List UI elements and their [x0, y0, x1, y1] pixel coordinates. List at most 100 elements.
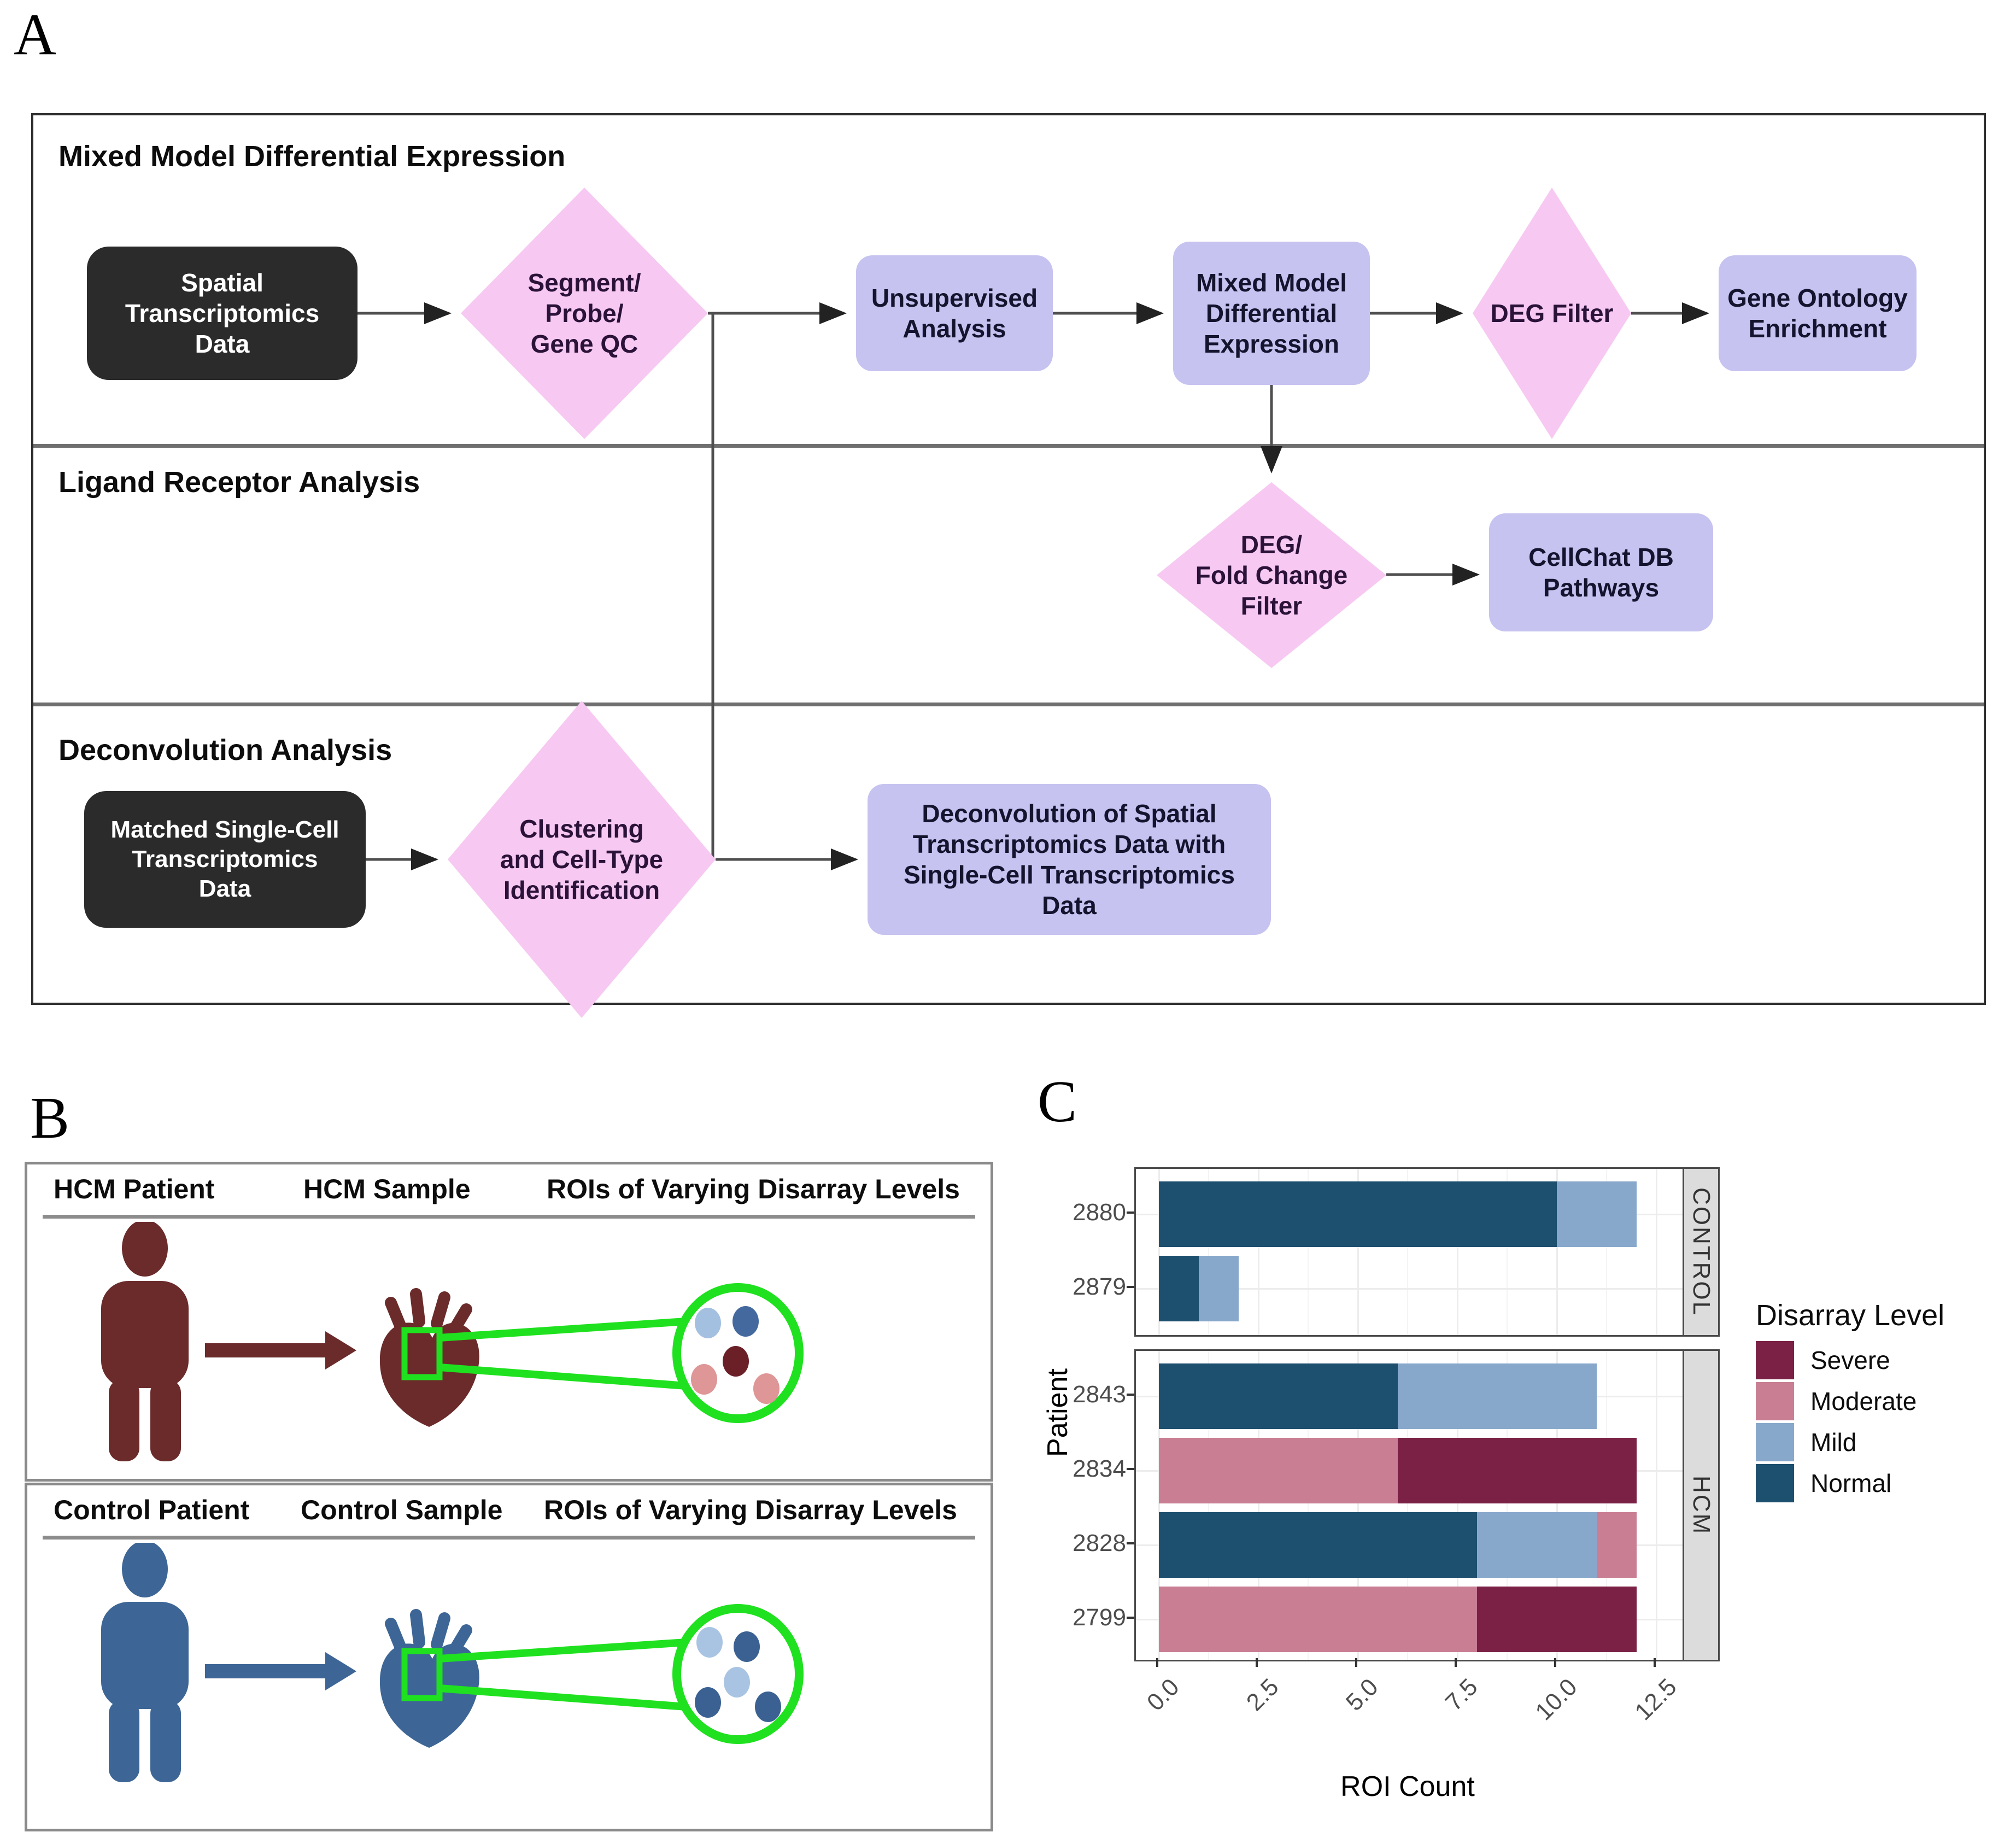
roi-dot	[734, 1631, 760, 1662]
bar-segment-2834-severe	[1397, 1438, 1637, 1503]
hcm-illustration	[101, 1222, 804, 1461]
node-mixed-model-differential-expression: Mixed Model Differential Expression	[1173, 242, 1370, 385]
bar-segment-2879-mild	[1198, 1256, 1239, 1321]
legend-key-moderate	[1756, 1382, 1794, 1420]
control-roi-square	[401, 1648, 443, 1701]
control-sample-header: Control Sample	[301, 1495, 503, 1525]
facet-panel-hcm	[1134, 1349, 1684, 1661]
flowchart-connectors	[358, 302, 1709, 870]
hcm-rois-header: ROIs of Varying Disarray Levels	[547, 1174, 960, 1204]
node-matched-single-cell-data: Matched Single-Cell Transcriptomics Data	[84, 791, 366, 928]
y-tick-label-2880: 2880	[1073, 1199, 1126, 1226]
major-gridline	[1158, 1351, 1160, 1660]
roi-dot	[755, 1691, 781, 1722]
facet-strip-label: CONTROL	[1688, 1187, 1715, 1317]
major-gridline	[1357, 1351, 1359, 1660]
bar-segment-2879-normal	[1159, 1256, 1199, 1321]
y-tick-label-2828: 2828	[1073, 1530, 1126, 1556]
major-gridline	[1456, 1351, 1458, 1660]
legend-label-moderate: Moderate	[1810, 1387, 1917, 1415]
horizontal-gridline	[1136, 1287, 1683, 1290]
x-axis-title: ROI Count	[1340, 1771, 1475, 1802]
major-gridline	[1655, 1351, 1657, 1660]
control-heart-icon	[379, 1609, 479, 1748]
hcm-roi-magnifier	[401, 1283, 804, 1423]
major-gridline	[1456, 1169, 1458, 1335]
legend-label-normal: Normal	[1810, 1469, 1892, 1497]
bar-segment-2799-moderate	[1159, 1587, 1478, 1652]
panel-b-label: B	[30, 1086, 70, 1151]
x-tick	[1554, 1658, 1556, 1667]
node-unsupervised-analysis: Unsupervised Analysis	[856, 255, 1053, 371]
bar-segment-2880-mild	[1557, 1181, 1637, 1247]
major-gridline	[1257, 1351, 1259, 1660]
y-tick	[1127, 1617, 1134, 1619]
legend-title: Disarray Level	[1756, 1299, 1945, 1332]
minor-gridline	[1308, 1351, 1309, 1660]
x-tick-label-2.5: 2.5	[1241, 1673, 1284, 1716]
x-tick-label-7.5: 7.5	[1440, 1673, 1483, 1716]
hcm-roi-square	[401, 1327, 443, 1380]
node-spatial-transcriptomics-data: Spatial Transcriptomics Data	[87, 247, 358, 380]
x-tick	[1455, 1658, 1457, 1667]
hcm-sample-header: HCM Sample	[303, 1174, 471, 1204]
major-gridline	[1158, 1169, 1160, 1335]
control-sampling-arrow	[205, 1652, 356, 1690]
roi-dot	[732, 1306, 759, 1337]
facet-strip-label: HCM	[1688, 1475, 1715, 1536]
legend-key-mild	[1756, 1423, 1794, 1461]
control-patient-icon	[101, 1543, 189, 1782]
facet-panel-control	[1134, 1167, 1684, 1337]
y-tick	[1127, 1211, 1134, 1214]
x-tick	[1355, 1658, 1357, 1667]
y-tick-label-2843: 2843	[1073, 1381, 1126, 1408]
node-gene-ontology-enrichment: Gene Ontology Enrichment	[1719, 255, 1917, 371]
control-roi-magnifier	[401, 1604, 804, 1744]
control-rois-header: ROIs of Varying Disarray Levels	[544, 1495, 957, 1525]
panel-a-flowchart: Mixed Model Differential Expression Liga…	[31, 113, 1986, 1018]
bar-segment-2828-mild	[1477, 1512, 1597, 1578]
y-tick-label-2799: 2799	[1073, 1604, 1126, 1631]
x-tick-label-0.0: 0.0	[1141, 1673, 1185, 1716]
legend-key-severe	[1756, 1341, 1794, 1379]
major-gridline	[1556, 1169, 1558, 1335]
hcm-patient-icon	[101, 1222, 189, 1461]
y-tick-label-2879: 2879	[1073, 1273, 1126, 1300]
bar-segment-2799-severe	[1477, 1587, 1637, 1652]
row-divider	[33, 444, 1984, 448]
node-cellchat-db-pathways: CellChat DB Pathways	[1489, 513, 1713, 631]
hcm-heart-icon	[379, 1288, 479, 1427]
bar-segment-2843-normal	[1159, 1363, 1398, 1429]
roi-dot	[753, 1373, 780, 1404]
roi-dot	[724, 1667, 750, 1698]
roi-dot	[723, 1346, 749, 1377]
control-illustration	[101, 1543, 804, 1782]
minor-gridline	[1308, 1169, 1309, 1335]
minor-gridline	[1606, 1351, 1607, 1660]
panel-b-hcm-box: HCM Patient HCM Sample ROIs of Varying D…	[25, 1162, 993, 1482]
major-gridline	[1556, 1351, 1558, 1660]
bar-segment-2843-mild	[1397, 1363, 1597, 1429]
bar-segment-2828-normal	[1159, 1512, 1478, 1578]
y-tick	[1127, 1468, 1134, 1470]
x-tick	[1156, 1658, 1158, 1667]
legend-key-normal	[1756, 1464, 1794, 1502]
y-tick	[1127, 1542, 1134, 1544]
roi-dot	[691, 1364, 717, 1395]
minor-gridline	[1208, 1169, 1209, 1335]
minor-gridline	[1606, 1169, 1607, 1335]
facet-strip-control: CONTROL	[1683, 1167, 1720, 1337]
roi-dot	[696, 1627, 723, 1658]
x-tick	[1654, 1658, 1656, 1667]
header-underline	[43, 1536, 975, 1540]
x-tick	[1256, 1658, 1258, 1667]
y-tick	[1127, 1286, 1134, 1288]
x-tick-label-10.0: 10.0	[1530, 1673, 1583, 1726]
panel-a-label: A	[14, 2, 56, 67]
y-tick	[1127, 1394, 1134, 1396]
major-gridline	[1357, 1169, 1359, 1335]
node-deconvolution-of-spatial-data: Deconvolution of Spatial Transcriptomics…	[868, 784, 1271, 935]
